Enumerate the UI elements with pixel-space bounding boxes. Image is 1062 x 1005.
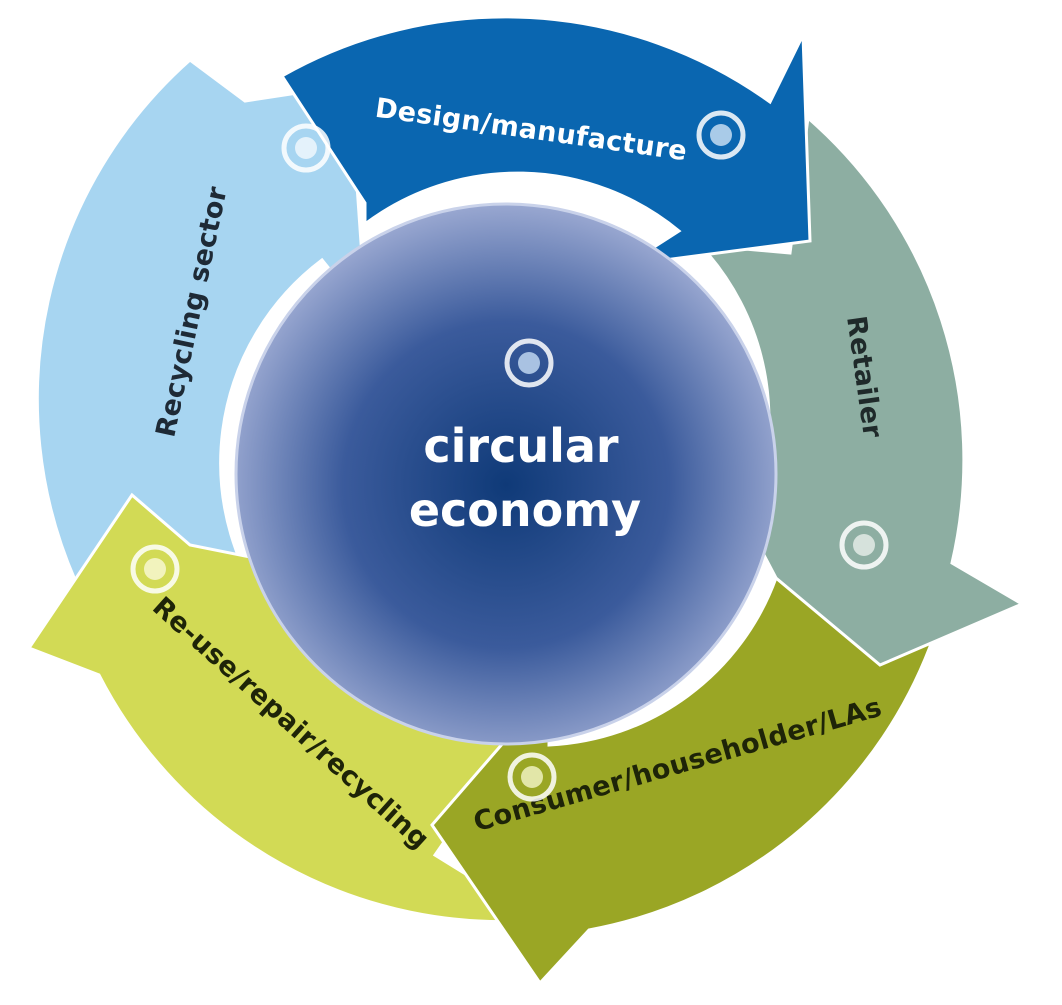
center-disc	[234, 202, 778, 746]
target-icon	[130, 544, 180, 594]
target-icon	[507, 752, 557, 802]
arrow-segment-design-manufacture	[279, 15, 812, 267]
target-icon	[504, 338, 554, 388]
center-title-line1: circular	[423, 419, 619, 473]
target-icon	[839, 520, 889, 570]
target-icon	[696, 110, 746, 160]
arrow-segment-retailer	[696, 115, 1026, 667]
arrow-segment-consumer-householder	[430, 563, 937, 986]
target-icon	[281, 123, 331, 173]
center-title-line2: economy	[409, 483, 641, 537]
